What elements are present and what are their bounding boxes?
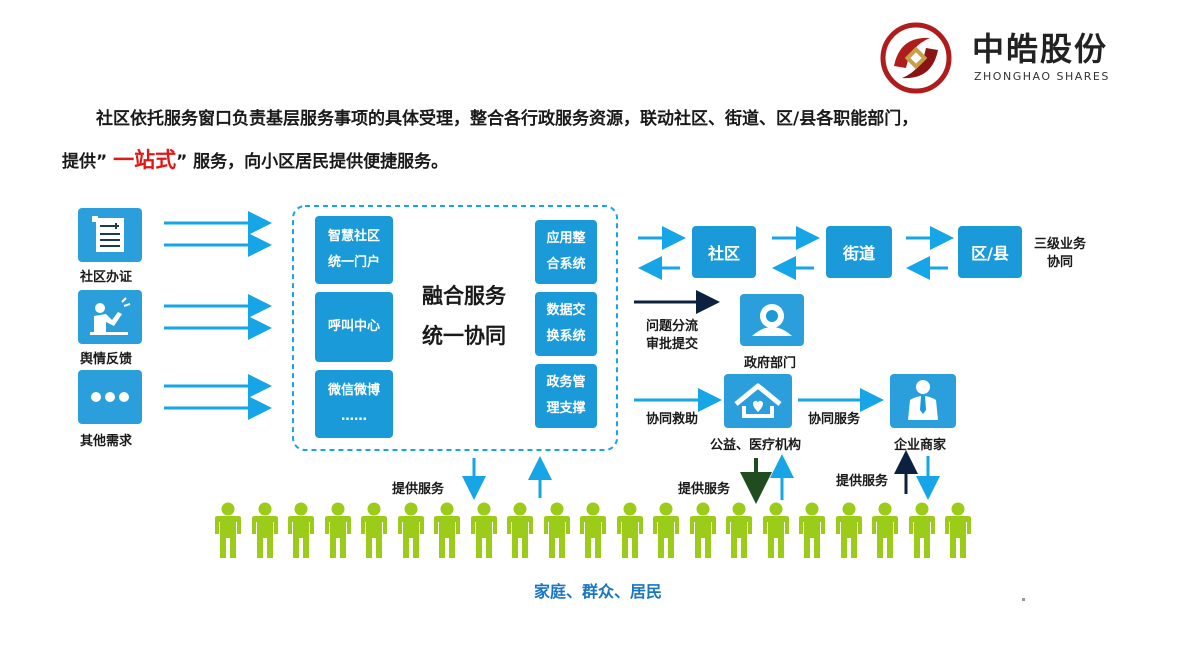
- government-label: 政府部门: [744, 356, 797, 371]
- resident-figure-icon: [945, 502, 971, 558]
- id-card-icon: [92, 216, 124, 252]
- resident-figure-icon: [762, 502, 789, 558]
- channel-wechat-weibo[interactable]: 微信微博 ……: [315, 370, 393, 438]
- source-label-other: 其他需求: [80, 434, 133, 449]
- provide-service-label-welfare: 提供服务: [678, 482, 731, 497]
- resident-figure-icon: [324, 502, 351, 558]
- home-heart-icon: [734, 383, 782, 418]
- brand-mark-icon: [880, 22, 952, 94]
- resident-figure-icon: [288, 502, 314, 558]
- system-data-exchange[interactable]: 数据交 换系统: [535, 292, 597, 356]
- issue-flow-line-1: 问题分流: [646, 319, 699, 334]
- government-tile[interactable]: [740, 294, 804, 346]
- resident-figure-icon: [543, 502, 570, 558]
- resident-figure-icon: [215, 502, 241, 558]
- resident-figure-icon: [689, 502, 716, 558]
- system-app-integration[interactable]: 应用整 合系统: [535, 220, 597, 284]
- source-label-certificate: 社区办证: [80, 270, 133, 285]
- resident-figure-icon: [580, 502, 606, 558]
- levels-note: 三级业务 协同: [1034, 236, 1086, 272]
- resident-figure-icon: [507, 502, 533, 558]
- levels-note-line-2: 协同: [1047, 255, 1074, 270]
- platform-title-line-2: 统一协同: [422, 324, 506, 348]
- level-community[interactable]: 社区: [692, 226, 756, 278]
- page-mark: [1022, 598, 1025, 601]
- issue-flow-line-2: 审批提交: [646, 337, 699, 352]
- resident-figure-icon: [616, 502, 643, 558]
- heading-line-2-prefix: 提供”: [62, 152, 114, 172]
- residents-row: [212, 502, 972, 560]
- platform-center-title: 融合服务 统一协同: [408, 276, 520, 356]
- source-tile-feedback[interactable]: [78, 290, 142, 344]
- welfare-label: 公益、医疗机构: [710, 438, 802, 453]
- resident-figure-icon: [908, 502, 935, 558]
- resident-figure-icon: [434, 502, 460, 558]
- welfare-tile[interactable]: [724, 374, 792, 428]
- feedback-person-icon: [90, 297, 131, 335]
- system-gov-management[interactable]: 政务管 理支撑: [535, 364, 597, 428]
- resident-figure-icon: [397, 502, 424, 558]
- issue-flow-label: 问题分流 审批提交: [646, 318, 698, 354]
- resident-figure-icon: [872, 502, 898, 558]
- provide-service-label-platform: 提供服务: [392, 482, 445, 497]
- platform-title-line-1: 融合服务: [422, 284, 506, 308]
- resident-figure-icon: [726, 502, 752, 558]
- brand-logo: [880, 22, 952, 94]
- more-dots-icon: [91, 392, 129, 402]
- channel-smart-community-portal[interactable]: 智慧社区 统一门户: [315, 216, 393, 284]
- resident-figure-icon: [835, 502, 862, 558]
- channel-call-center[interactable]: 呼叫中心: [315, 292, 393, 362]
- residents-label: 家庭、群众、居民: [534, 582, 663, 601]
- brand-name-en: ZHONGHAO SHARES: [974, 70, 1110, 83]
- resident-figure-icon: [251, 502, 278, 558]
- heading-line-2-suffix: ” 服务，向小区居民提供便捷服务。: [176, 152, 449, 172]
- level-street[interactable]: 街道: [826, 226, 892, 278]
- source-label-feedback: 舆情反馈: [80, 352, 133, 367]
- heading-line-2: 提供” 一站式” 服务，向小区居民提供便捷服务。: [62, 144, 448, 174]
- source-tile-other[interactable]: [78, 370, 142, 424]
- businessman-icon: [908, 380, 938, 420]
- resident-figure-icon: [361, 502, 387, 558]
- enterprise-label: 企业商家: [894, 438, 947, 453]
- collab-service-label: 协同服务: [808, 412, 861, 427]
- source-tile-certificate[interactable]: [78, 208, 142, 262]
- brand-name-cn: 中皓股份: [972, 30, 1109, 68]
- heading-line-1: 社区依托服务窗口负责基层服务事项的具体受理，整合各行政服务资源，联动社区、街道、…: [96, 109, 919, 129]
- enterprise-tile[interactable]: [890, 374, 956, 428]
- rescue-flow-label: 协同救助: [646, 412, 699, 427]
- provide-service-label-enterprise: 提供服务: [836, 474, 889, 489]
- resident-figure-icon: [799, 502, 825, 558]
- resident-figure-icon: [470, 502, 497, 558]
- government-people-icon: [752, 304, 792, 336]
- heading-highlight: 一站式: [113, 148, 177, 172]
- levels-note-line-1: 三级业务: [1034, 237, 1087, 252]
- resident-figure-icon: [653, 502, 679, 558]
- level-district[interactable]: 区/县: [958, 226, 1022, 278]
